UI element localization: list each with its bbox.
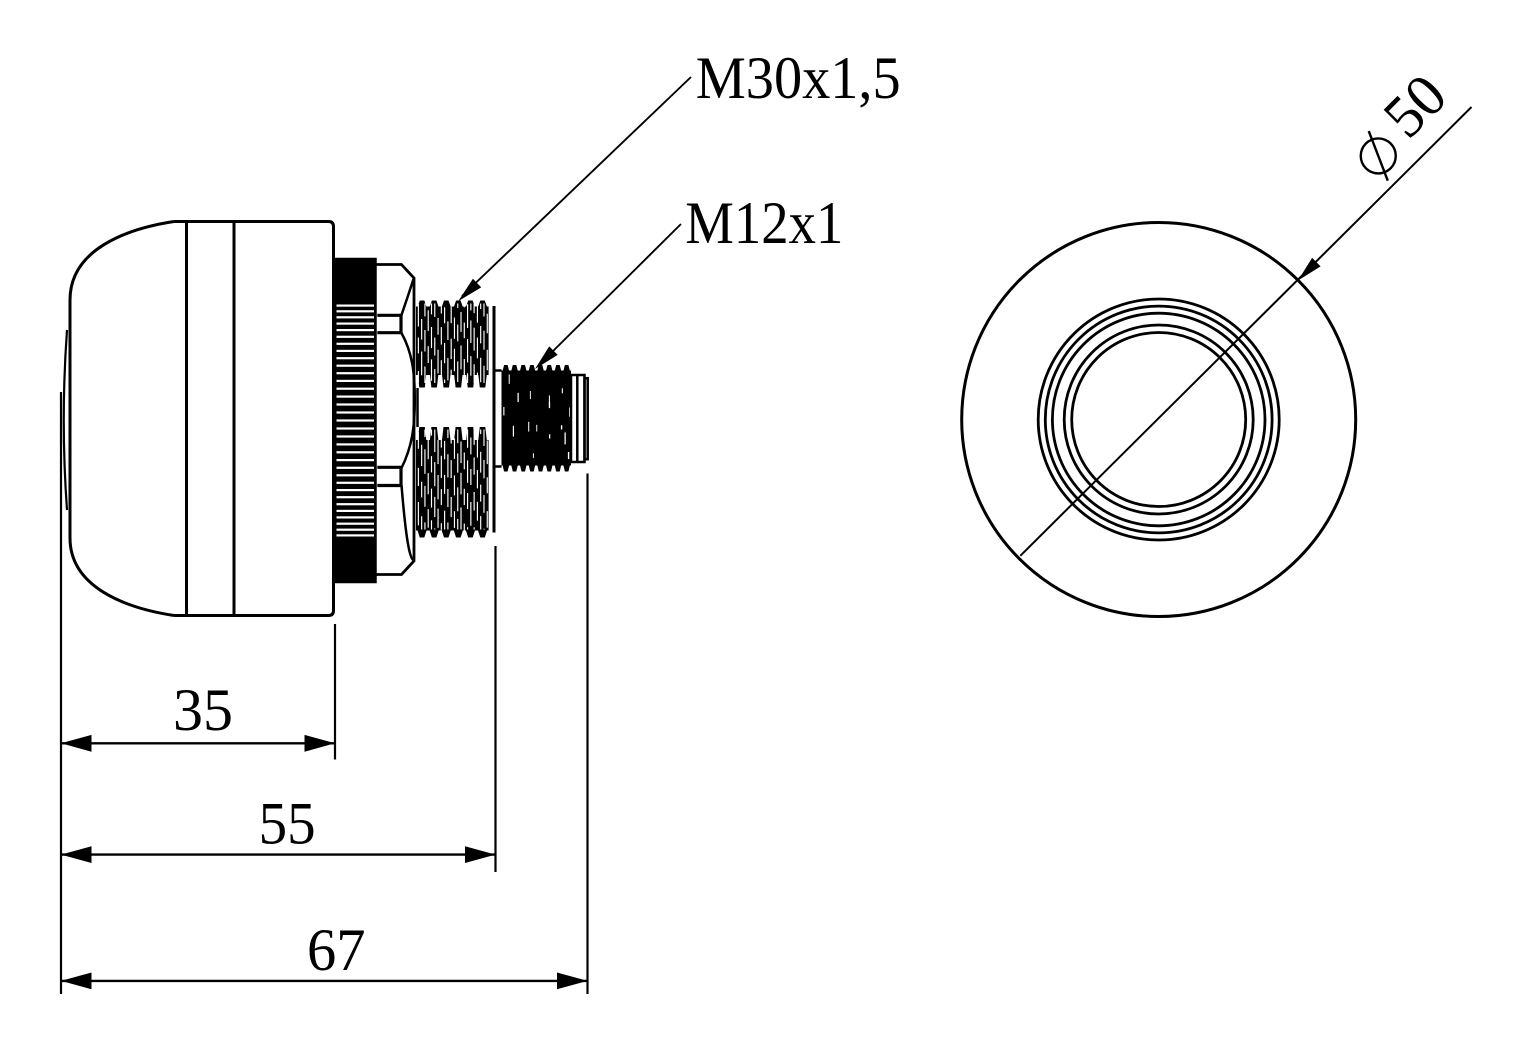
svg-text:35: 35	[173, 677, 233, 743]
svg-text:55: 55	[259, 791, 316, 857]
svg-text:67: 67	[307, 917, 366, 983]
svg-text:M30x1,5: M30x1,5	[696, 45, 901, 111]
svg-text:M12x1: M12x1	[685, 190, 843, 256]
